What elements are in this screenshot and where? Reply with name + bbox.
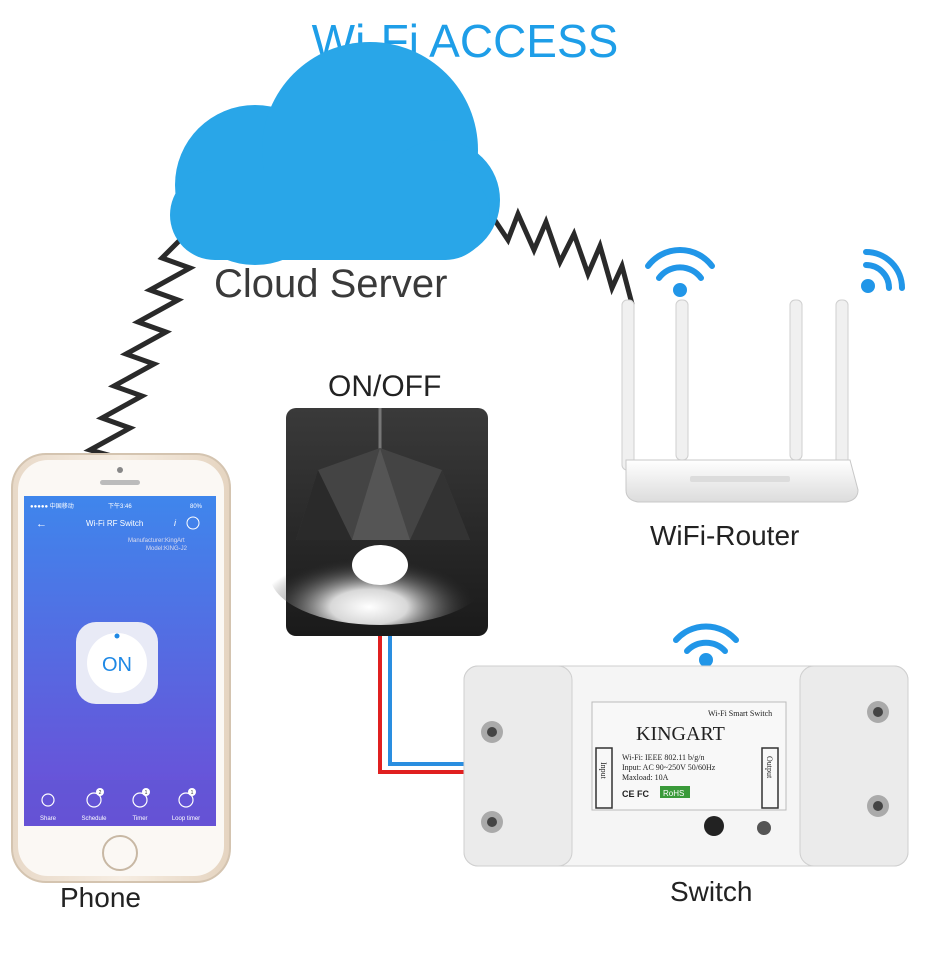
smart-switch-device [463,665,909,867]
status-battery: 80% [190,504,203,510]
nav-loop-timer[interactable]: 1 Loop timer [172,788,200,822]
cloud-server-icon [170,42,500,265]
more-options-icon[interactable] [186,516,200,530]
spec-input: Input: AC 90~250V 50/60Hz [622,763,716,772]
wifi-router-icon [621,299,859,503]
wifi-icon-switch [673,623,739,667]
spec-load: Maxload: 10A [622,773,669,782]
on-off-label: ON/OFF [328,370,442,403]
loop-timer-icon [178,792,194,808]
cert-ce-fc: CE FC [622,789,650,799]
input-terminal-label: Input [599,762,608,780]
nav-label-timer: Timer [132,816,147,822]
loop-timer-badge: 1 [191,790,194,796]
manufacturer-text: Manufacturer:KingArt [128,538,185,544]
bottom-nav: Share 2 Schedule 1 Timer 1 Loop timer [40,788,200,822]
nav-label-loop-timer: Loop timer [172,816,200,822]
pendant-lamp-image [270,408,490,636]
phone-label: Phone [60,882,141,913]
model-text: Model:KING-J2 [146,546,188,552]
screen-title: Wi-Fi RF Switch [86,519,143,528]
nav-label-schedule: Schedule [81,816,107,822]
schedule-badge: 2 [99,790,102,796]
back-arrow-icon[interactable]: ← [36,518,47,530]
nav-label-share: Share [40,816,57,822]
signal-wave-cloud-router [485,207,635,307]
spec-wifi: Wi-Fi: IEEE 802.11 b/g/n [622,753,704,762]
wifi-icon-router-left [645,247,715,297]
cloud-server-label: Cloud Server [214,262,448,306]
status-time: 下午3:46 [108,502,132,510]
power-on-button[interactable]: ON [102,654,132,676]
switch-label: Switch [670,876,753,907]
router-label: WiFi-Router [650,520,800,551]
phone-device [11,453,231,883]
timer-icon [132,792,148,808]
info-icon[interactable]: i [174,518,177,528]
nav-schedule[interactable]: 2 Schedule [81,788,107,822]
signal-wave-phone-cloud [75,232,197,475]
status-carrier: ●●●●● 中国移动 [30,502,74,510]
nav-timer[interactable]: 1 Timer [132,788,150,822]
nav-share[interactable]: Share [40,793,57,822]
share-icon [41,793,55,807]
device-brand-logo: KINGART [636,723,725,745]
cert-rohs: RoHS [663,789,684,798]
schedule-icon [86,792,102,808]
timer-badge: 1 [145,790,148,796]
device-header: Wi-Fi Smart Switch [708,709,772,718]
wifi-icon-router-right [861,249,905,293]
output-terminal-label: Output [765,756,774,779]
wires [378,636,465,774]
